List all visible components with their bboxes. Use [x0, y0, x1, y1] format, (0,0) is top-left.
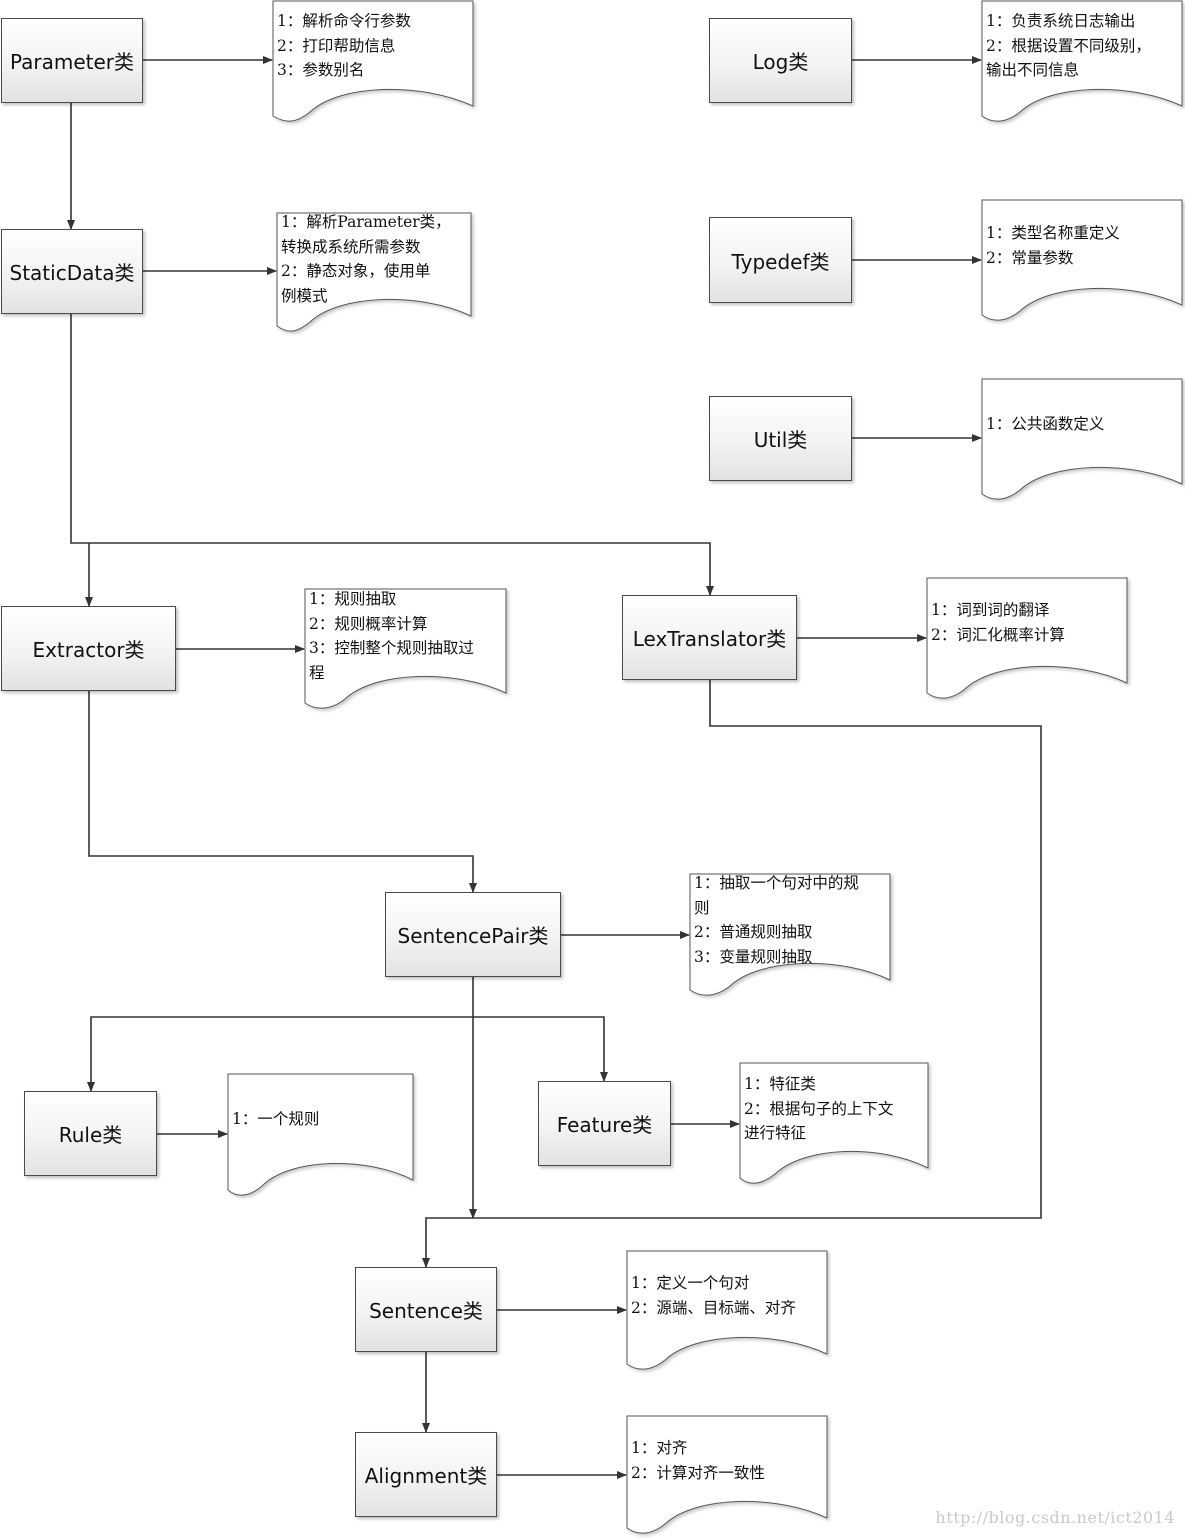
note-shape-parameter [272, 0, 474, 122]
note-line: 2：打印帮助信息 [277, 36, 396, 55]
note-line: 输出不同信息 [986, 61, 1080, 79]
class-box-feature: Feature类 [538, 1081, 671, 1166]
note-line: 转换成系统所需参数 [281, 237, 421, 256]
arrow-lextranslator-sentence [422, 680, 1042, 1268]
note-line: 1：规则抽取 [309, 590, 397, 608]
note-line: 2：常量参数 [986, 248, 1074, 267]
class-label-parameter: Parameter类 [9, 50, 135, 74]
note-line: 进行特征 [744, 1124, 807, 1142]
class-box-sentencepair: SentencePair类 [385, 892, 561, 977]
note-line: 1：特征类 [744, 1075, 816, 1093]
note-shape-log [981, 0, 1183, 122]
note-parameter: 1：解析命令行参数 2：打印帮助信息 3：参数别名 [273, 4, 473, 83]
note-shape-sentence [626, 1250, 828, 1370]
line-staticdata-branch [70, 314, 89, 544]
note-shape-sentencepair [689, 873, 891, 996]
note-line: 则 [694, 898, 710, 917]
note-rule: 1：一个规则 [228, 1102, 413, 1132]
note-line: 1：定义一个句对 [631, 1274, 750, 1292]
note-sentencepair: 1：抽取一个句对中的规 则 2：普通规则抽取 3：变量规则抽取 [690, 866, 890, 969]
class-box-typedef: Typedef类 [709, 217, 852, 303]
note-shape-typedef [981, 199, 1183, 321]
class-label-sentencepair: SentencePair类 [397, 924, 549, 948]
note-shape-alignment [626, 1415, 828, 1534]
note-shape-extractor [304, 588, 507, 709]
note-line: 2：计算对齐一致性 [631, 1463, 765, 1482]
note-shape-staticdata [276, 212, 472, 332]
note-util: 1：公共函数定义 [982, 407, 1182, 437]
note-line: 1：词到词的翻译 [931, 601, 1050, 619]
note-line: 2：规则概率计算 [309, 614, 428, 633]
note-line: 例模式 [281, 286, 328, 305]
class-label-extractor: Extractor类 [32, 638, 145, 662]
class-label-typedef: Typedef类 [731, 249, 830, 274]
note-line: 3：参数别名 [277, 61, 365, 79]
class-box-parameter: Parameter类 [1, 18, 143, 103]
class-box-lextranslator: LexTranslator类 [622, 595, 797, 680]
class-box-extractor: Extractor类 [1, 606, 176, 691]
note-log: 1：负责系统日志输出 2：根据设置不同级别， 输出不同信息 [982, 4, 1182, 83]
arrow-branch-lextranslator [89, 542, 714, 596]
class-label-alignment: Alignment类 [364, 1464, 488, 1488]
note-staticdata: 1：解析Parameter类， 转换成系统所需参数 2：静态对象，使用单 例模式 [277, 205, 471, 308]
note-extractor: 1：规则抽取 2：规则概率计算 3：控制整个规则抽取过 程 [305, 582, 506, 685]
note-line: 2：根据句子的上下文 [744, 1099, 894, 1118]
class-label-log: Log类 [752, 50, 809, 74]
note-shape-lextranslator [926, 577, 1128, 699]
note-line: 1：解析命令行参数 [277, 12, 411, 30]
note-typedef: 1：类型名称重定义 2：常量参数 [982, 216, 1182, 270]
note-shape-util [981, 378, 1183, 500]
note-line: 1：对齐 [631, 1439, 688, 1457]
arrow-branch-feature [473, 1016, 608, 1082]
note-line: 1：类型名称重定义 [986, 224, 1120, 242]
note-line: 程 [309, 663, 325, 682]
class-box-alignment: Alignment类 [355, 1432, 497, 1517]
class-box-util: Util类 [709, 396, 852, 481]
arrow-extractor-sentencepair [88, 691, 477, 893]
note-feature: 1：特征类 2：根据句子的上下文 进行特征 [740, 1067, 928, 1146]
note-line: 1：公共函数定义 [986, 415, 1105, 433]
class-box-sentence: Sentence类 [355, 1267, 497, 1352]
note-line: 2：词汇化概率计算 [931, 625, 1065, 644]
note-line: 2：普通规则抽取 [694, 923, 813, 941]
class-label-util: Util类 [753, 428, 808, 452]
class-label-lextranslator: LexTranslator类 [632, 627, 787, 651]
note-line: 1：一个规则 [232, 1110, 320, 1128]
note-shape-feature [739, 1062, 929, 1184]
class-label-sentence: Sentence类 [369, 1299, 483, 1323]
note-line: 3：变量规则抽取 [694, 947, 813, 966]
note-line: 1：抽取一个句对中的规 [694, 874, 859, 892]
class-box-staticdata: StaticData类 [1, 229, 143, 314]
note-alignment: 1：对齐 2：计算对齐一致性 [627, 1431, 827, 1485]
note-line: 2：静态对象，使用单 [281, 262, 431, 280]
note-sentence: 1：定义一个句对 2：源端、目标端、对齐 [627, 1266, 827, 1320]
class-box-log: Log类 [709, 18, 852, 103]
class-label-rule: Rule类 [58, 1123, 123, 1147]
class-label-feature: Feature类 [556, 1113, 653, 1137]
class-label-staticdata: StaticData类 [9, 261, 135, 285]
note-line: 1：解析Parameter类， [281, 213, 451, 231]
arrow-branch-rule [87, 1016, 473, 1092]
note-lextranslator: 1：词到词的翻译 2：词汇化概率计算 [927, 593, 1127, 647]
note-shape-rule [227, 1073, 414, 1196]
class-box-rule: Rule类 [24, 1091, 157, 1176]
note-line: 3：控制整个规则抽取过 [309, 639, 474, 657]
note-line: 2：根据设置不同级别， [986, 36, 1151, 55]
watermark: http://blog.csdn.net/ict2014 [935, 1508, 1175, 1527]
note-line: 1：负责系统日志输出 [986, 12, 1136, 30]
note-line: 2：源端、目标端、对齐 [631, 1298, 796, 1317]
